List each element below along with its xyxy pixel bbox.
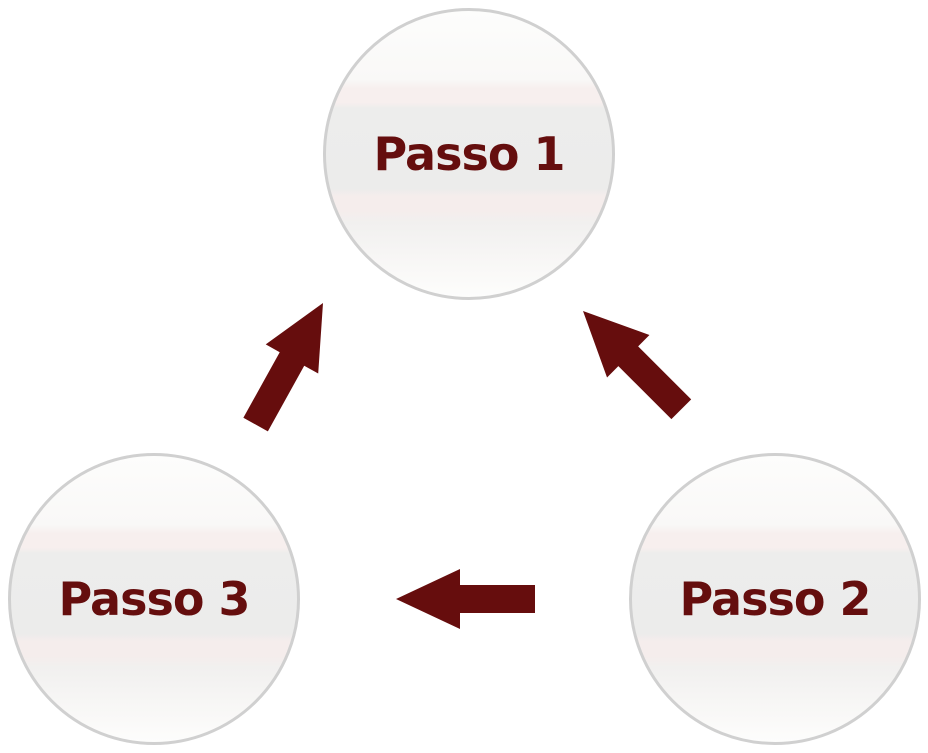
- step-circle-passo-1: Passo 1: [323, 8, 615, 300]
- step-label-passo-1: Passo 1: [373, 127, 566, 181]
- step-circle-passo-3: Passo 3: [8, 453, 300, 745]
- step-label-passo-3: Passo 3: [58, 572, 251, 626]
- arrow-passo2-to-passo1: [583, 311, 692, 420]
- arrow-passo3-to-passo1: [243, 303, 323, 432]
- step-circle-passo-2: Passo 2: [629, 453, 921, 745]
- arrow-passo2-to-passo3: [396, 569, 535, 629]
- step-label-passo-2: Passo 2: [679, 572, 872, 626]
